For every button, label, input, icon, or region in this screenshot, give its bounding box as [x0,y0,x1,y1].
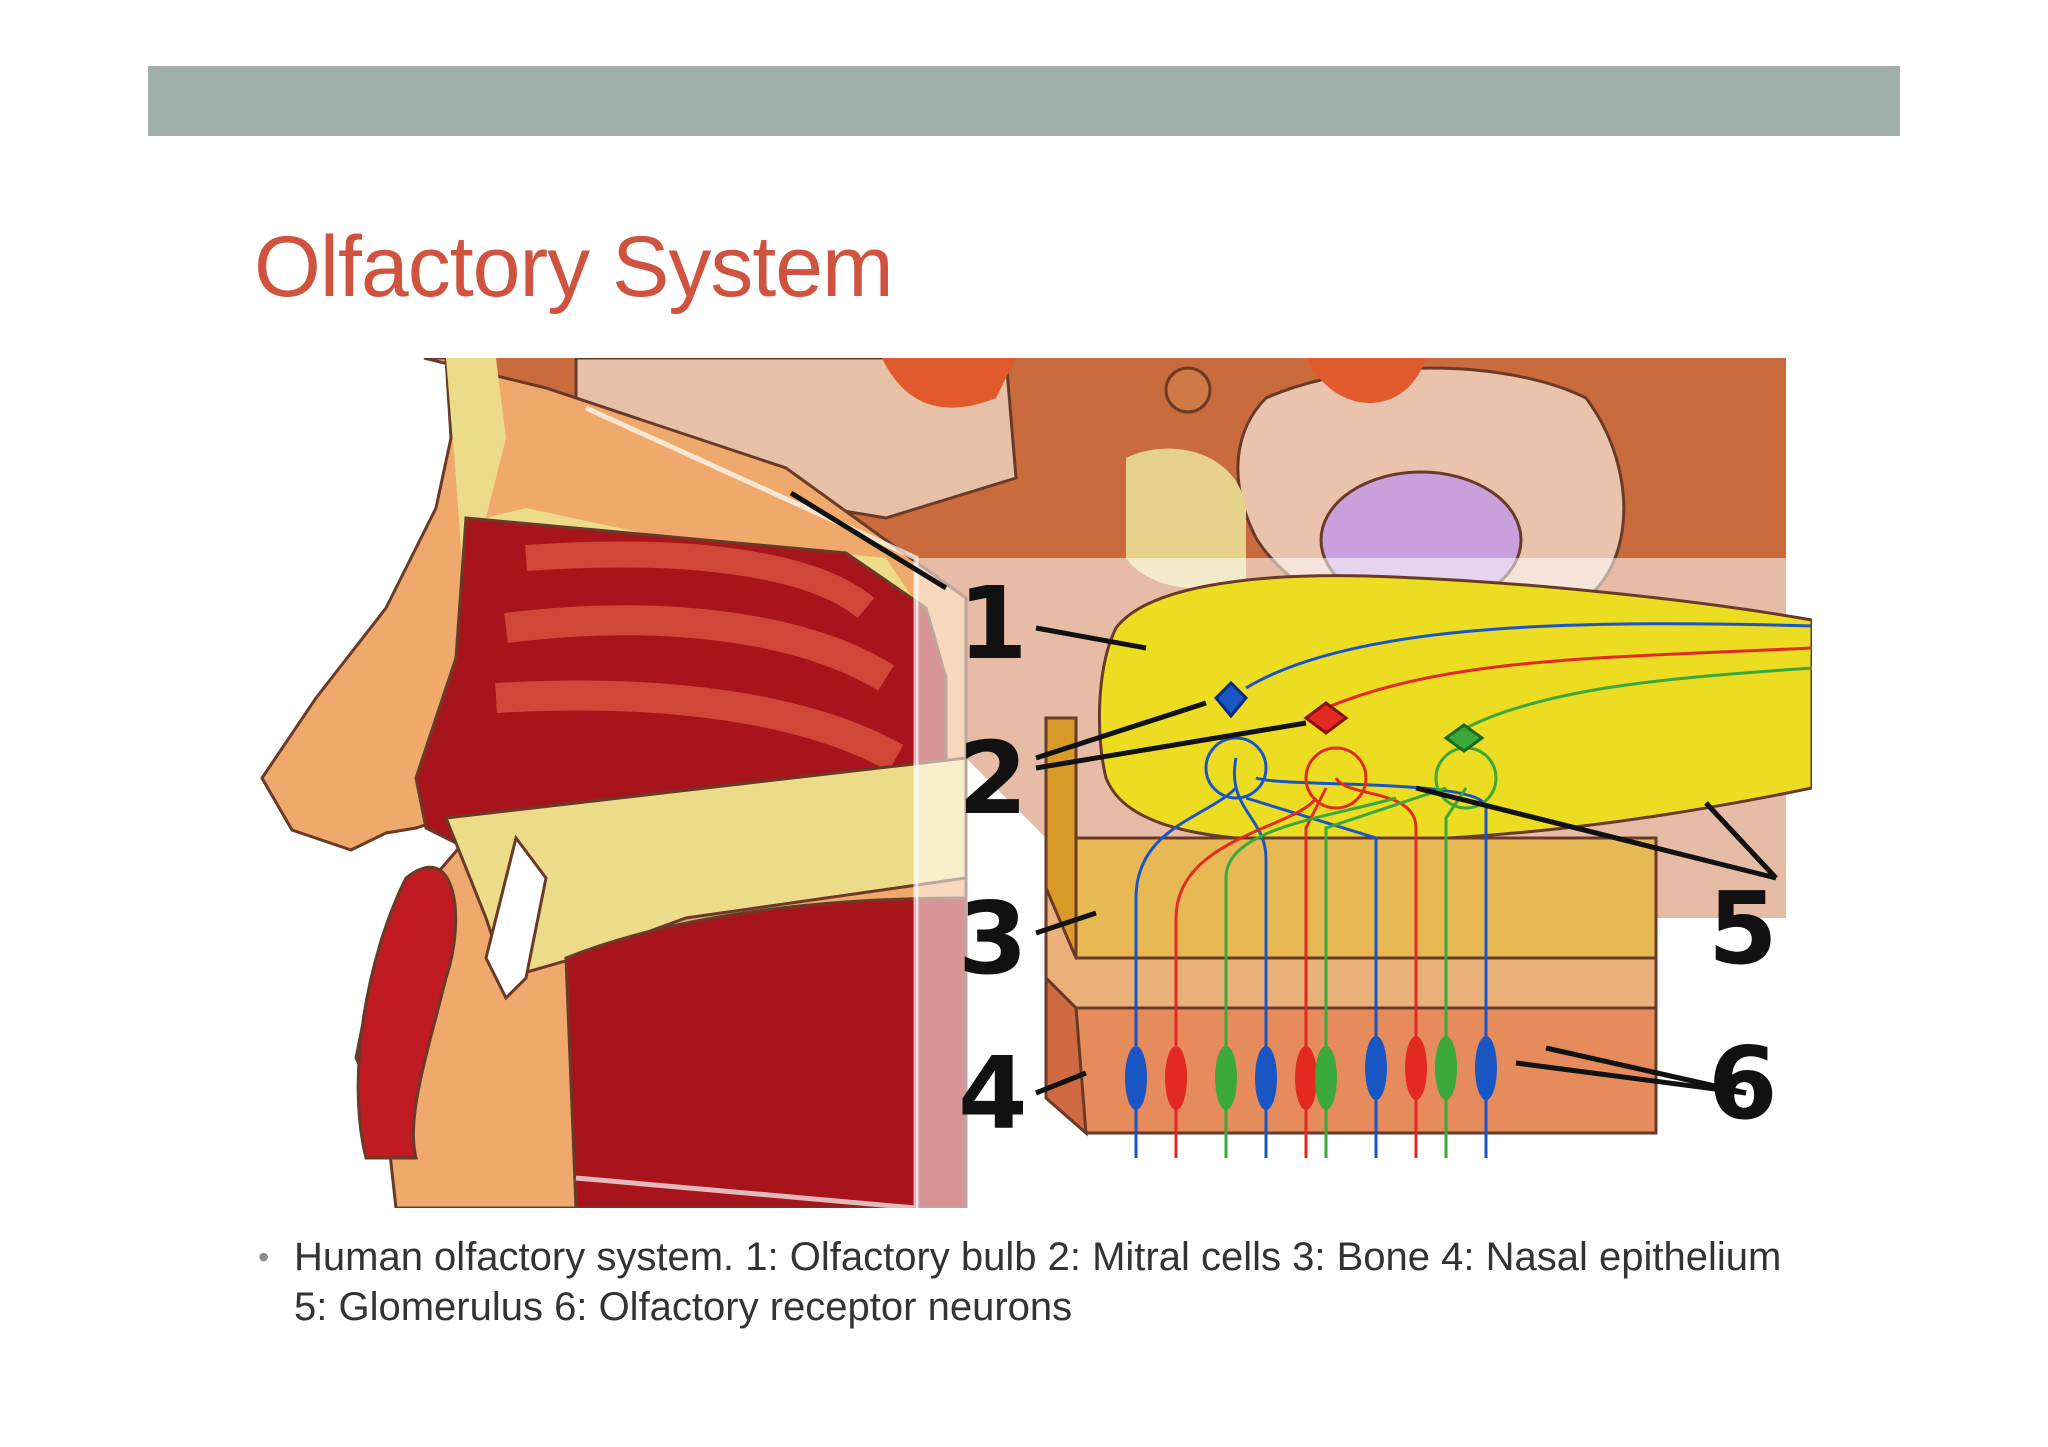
olfactory-bulb [1097,574,1812,844]
label-5: 5 [1708,870,1778,987]
head-profile [246,358,968,1208]
slide-title: Olfactory System [254,219,894,315]
leader-lines [789,490,1778,1096]
header-bar [148,66,1900,136]
caption-text: Human olfactory system. 1: Olfactory bul… [294,1235,1782,1329]
olfactory-system-diagram: 1 2 3 4 5 6 [246,358,1812,1208]
label-3: 3 [958,880,1028,997]
label-4: 4 [958,1035,1028,1152]
label-2: 2 [958,720,1028,837]
label-1: 1 [958,565,1028,682]
bullet-glyph: • [258,1239,270,1275]
caption: • Human olfactory system. 1: Olfactory b… [258,1232,1818,1332]
nasal-epithelium [1044,887,1658,1137]
neuron-cell-bodies [1125,680,1497,1110]
label-6: 6 [1708,1025,1778,1142]
